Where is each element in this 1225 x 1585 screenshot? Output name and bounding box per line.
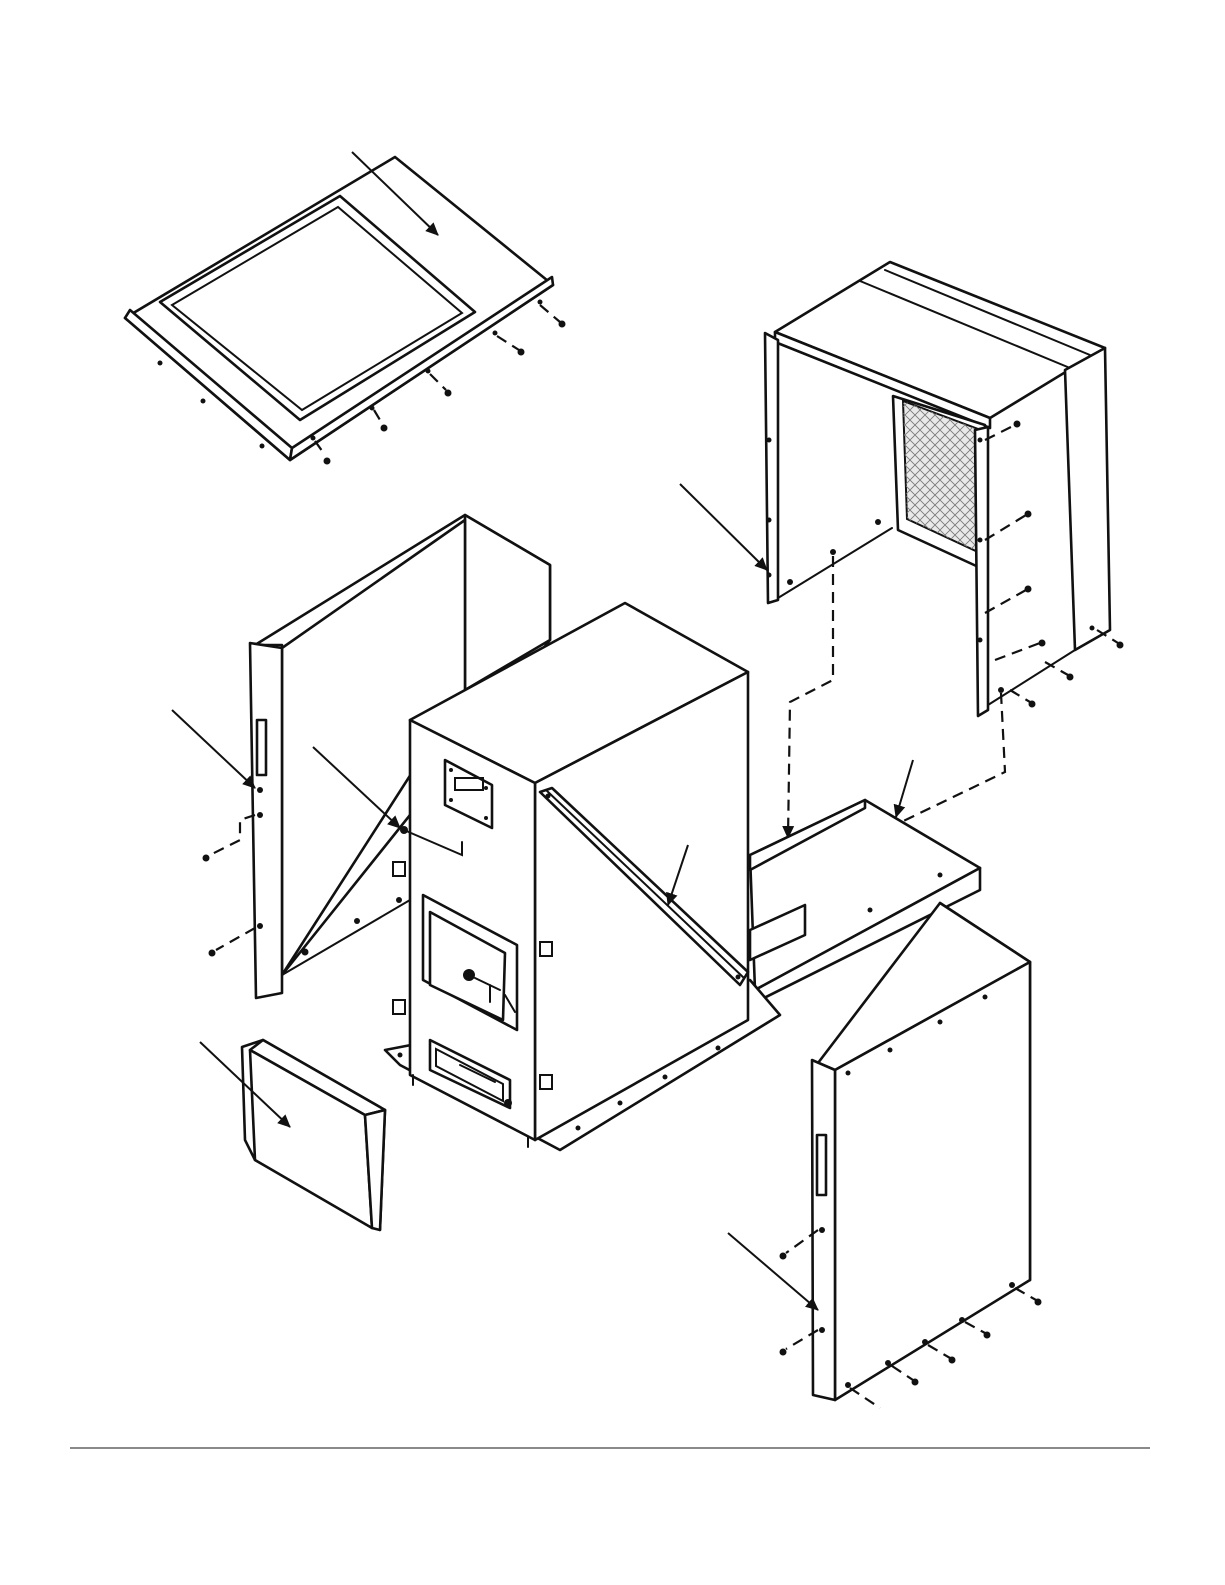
front-lower-panel [200, 1040, 385, 1230]
callout-arrow-base-tray [896, 760, 913, 817]
top-panel [125, 152, 566, 465]
upper-rear-cabinet [680, 262, 1124, 716]
callout-arrow-right-panel [728, 1233, 818, 1310]
callout-arrow-left-panel [172, 710, 255, 788]
screws-left-panel [203, 815, 256, 957]
callout-arrow-upper-cabinet [680, 484, 767, 570]
